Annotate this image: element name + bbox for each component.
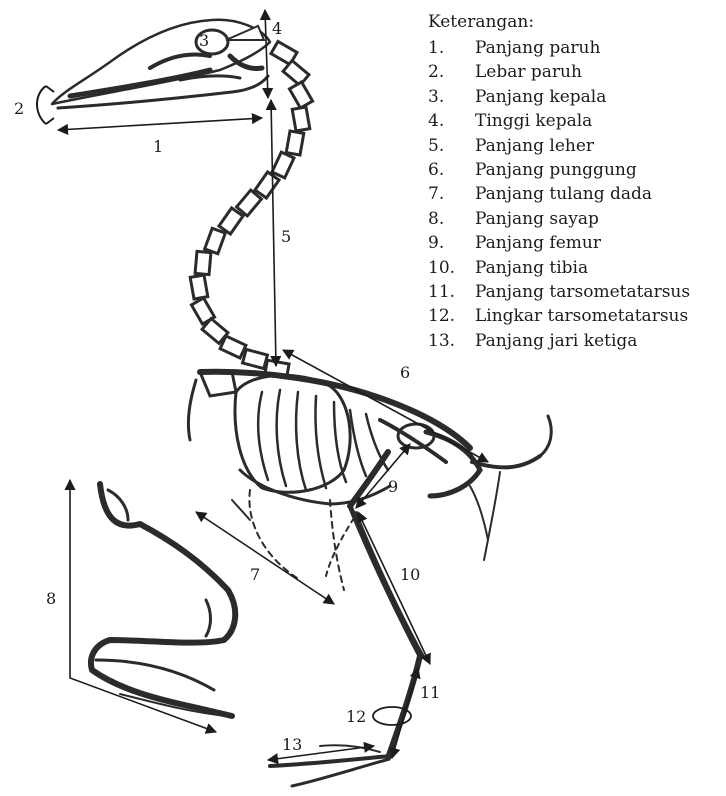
label-12: 12 [346, 707, 366, 726]
arrow-9-femur-length [356, 444, 410, 508]
arrow-1-beak-length [58, 118, 262, 130]
legend-item: 4.Tinggi kepala [428, 109, 690, 133]
legend-item-text: Panjang paruh [475, 36, 600, 60]
arrow-4-head-height [265, 10, 268, 98]
legend-item-text: Lingkar tarsometatarsus [475, 304, 688, 328]
legend-item: 7.Panjang tulang dada [428, 182, 690, 206]
wing [91, 484, 235, 716]
legend-item: 10.Panjang tibia [428, 256, 690, 280]
legend-title: Keterangan: [428, 10, 690, 34]
legend-item-text: Panjang jari ketiga [475, 329, 637, 353]
legend-item: 9.Panjang femur [428, 231, 690, 255]
legend-item-number: 4. [428, 109, 475, 133]
legend-item-text: Panjang sayap [475, 207, 599, 231]
legend-item: 12.Lingkar tarsometatarsus [428, 304, 690, 328]
legend-item: 8.Panjang sayap [428, 207, 690, 231]
legend-item-number: 9. [428, 231, 475, 255]
label-9: 9 [388, 477, 398, 496]
label-5: 5 [281, 227, 291, 246]
legend-item-number: 6. [428, 158, 475, 182]
label-10: 10 [400, 565, 420, 584]
label-1: 1 [153, 137, 163, 156]
legend-item: 3.Panjang kepala [428, 85, 690, 109]
legend-item-text: Panjang kepala [475, 85, 606, 109]
legend-item-text: Tinggi kepala [475, 109, 592, 133]
measurement-lines [58, 10, 488, 760]
legend-item-number: 10. [428, 256, 475, 280]
legend-item: 1.Panjang paruh [428, 36, 690, 60]
neck-vertebrae [190, 41, 312, 377]
legend-item-number: 12. [428, 304, 475, 328]
label-8: 8 [46, 589, 56, 608]
arrow-6-back-length [283, 350, 488, 462]
label-3: 3 [199, 31, 209, 50]
label-11: 11 [420, 683, 440, 702]
legend-item-number: 13. [428, 329, 475, 353]
legend-item-number: 2. [428, 60, 475, 84]
label-4: 4 [272, 19, 282, 38]
label-6: 6 [400, 363, 410, 382]
legend: Keterangan: 1.Panjang paruh 2.Lebar paru… [428, 10, 690, 353]
legend-item-number: 3. [428, 85, 475, 109]
legend-item: 2.Lebar paruh [428, 60, 690, 84]
legend-item-number: 1. [428, 36, 475, 60]
skull [52, 20, 270, 108]
legend-item-number: 5. [428, 134, 475, 158]
legend-item-text: Lebar paruh [475, 60, 582, 84]
torso [188, 372, 470, 590]
label-13: 13 [282, 735, 302, 754]
label-2: 2 [14, 99, 24, 118]
legend-item: 6.Panjang punggung [428, 158, 690, 182]
legend-item: 5.Panjang leher [428, 134, 690, 158]
arrow-11-tarsometatarsus-length [392, 668, 418, 758]
legend-item-text: Panjang tarsometatarsus [475, 280, 690, 304]
label-7: 7 [250, 565, 260, 584]
arrow-5-neck-length [271, 100, 276, 366]
legend-item-text: Panjang tibia [475, 256, 588, 280]
legend-item: 13.Panjang jari ketiga [428, 329, 690, 353]
legend-item-text: Panjang femur [475, 231, 601, 255]
legend-list: 1.Panjang paruh 2.Lebar paruh 3.Panjang … [428, 36, 690, 353]
skull-marker-3 [226, 26, 264, 40]
arrow-7-sternum-length [196, 512, 334, 604]
legend-item-number: 8. [428, 207, 475, 231]
legend-item-number: 7. [428, 182, 475, 206]
legend-item-text: Panjang leher [475, 134, 594, 158]
legend-item-text: Panjang punggung [475, 158, 637, 182]
legend-item-number: 11. [428, 280, 475, 304]
legend-item: 11.Panjang tarsometatarsus [428, 280, 690, 304]
legend-item-text: Panjang tulang dada [475, 182, 652, 206]
arrow-10-tibia-length [358, 512, 430, 664]
